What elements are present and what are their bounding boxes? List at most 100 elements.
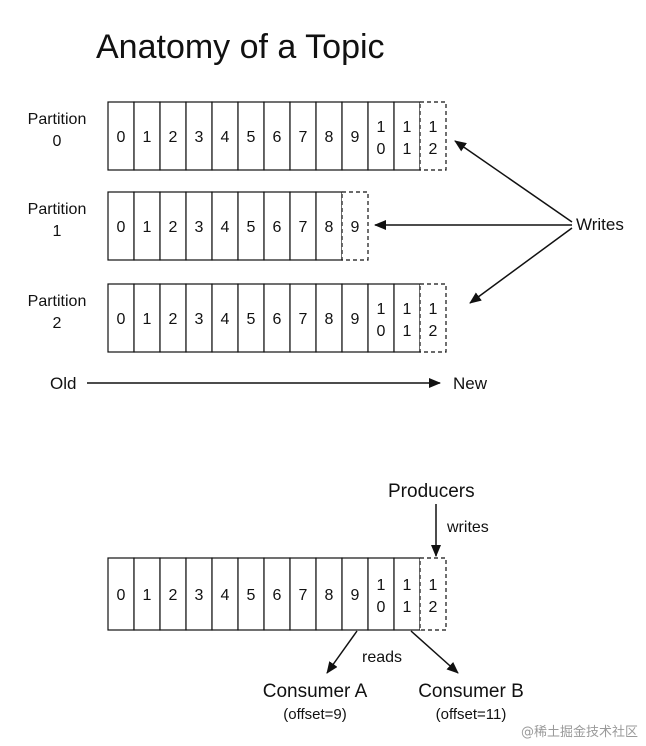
partition-2-cell: [341, 283, 369, 353]
partition-0-cell: [367, 101, 395, 171]
log-pending-cell-label: 2: [429, 599, 438, 616]
log-cell-label: 6: [273, 587, 282, 604]
partition-0-cell-label: 0: [117, 129, 126, 146]
partition-1-pending-cell-label: 9: [351, 219, 360, 236]
partition-2-cell-label: 1: [403, 301, 412, 318]
partition-1-cell: [263, 191, 291, 261]
log-cell: [185, 557, 213, 631]
partition-2-cell: [237, 283, 265, 353]
log-cell-label: 1: [143, 587, 152, 604]
timeline-new-label: New: [453, 374, 488, 393]
partition-0-cell: [289, 101, 317, 171]
partition-0-cell-label: 5: [247, 129, 256, 146]
partition-0-cell-label: 6: [273, 129, 282, 146]
partition-1-cell-label: 1: [143, 219, 152, 236]
partition-2-cell: [211, 283, 239, 353]
log-cell-label: 8: [325, 587, 334, 604]
partition-0-cell-label: 1: [143, 129, 152, 146]
partition-1-cell: [159, 191, 187, 261]
partition-2-cell-label: 0: [377, 323, 386, 340]
partition-0-cell-label: 8: [325, 129, 334, 146]
partition-1-cell-label: 4: [221, 219, 230, 236]
writes-arrow-partition-2: [469, 227, 573, 304]
partition-0-cell: [107, 101, 135, 171]
partition-label: Partition: [28, 293, 87, 310]
partition-2-pending-cell-label: 2: [429, 323, 438, 340]
log-cell: [367, 557, 395, 631]
partition-2-cell-label: 8: [325, 311, 334, 328]
partition-label: 2: [53, 315, 62, 332]
partition-2-cell: [367, 283, 395, 353]
partition-1-cell: [133, 191, 161, 261]
partition-0-pending-cell-label: 1: [429, 119, 438, 136]
log-cell-label: 1: [377, 577, 386, 594]
log-cell: [393, 557, 421, 631]
partition-1-cell-label: 7: [299, 219, 308, 236]
partition-0-cell: [341, 101, 369, 171]
partition-2-cell-label: 1: [403, 323, 412, 340]
partition-1-cell-label: 6: [273, 219, 282, 236]
consumer-a-offset: (offset=9): [283, 706, 347, 723]
log-cell-label: 2: [169, 587, 178, 604]
partition-1-cell-label: 3: [195, 219, 204, 236]
log-cell: [315, 557, 343, 631]
writes-arrow-partition-0: [454, 140, 573, 223]
log-cell-label: 3: [195, 587, 204, 604]
log-cell: [341, 557, 369, 631]
partition-0-cell-label: 1: [377, 119, 386, 136]
log-pending-cell: [419, 557, 447, 631]
partition-0-cell-label: 4: [221, 129, 230, 146]
writes-arrows: Writes: [374, 140, 624, 304]
partition-2-pending-cell: [419, 283, 447, 353]
log-cell: [133, 557, 161, 631]
partition-2-cell-label: 4: [221, 311, 230, 328]
partition-0-cell: [237, 101, 265, 171]
partition-0-cell-label: 0: [377, 141, 386, 158]
partition-2-cell: [393, 283, 421, 353]
partition-1-cell: [185, 191, 213, 261]
producers-label: Producers: [388, 481, 475, 502]
partition-2-cell-label: 1: [143, 311, 152, 328]
partition-0-cell: [393, 101, 421, 171]
partition-0-cell-label: 1: [403, 119, 412, 136]
partition-1-cell-label: 2: [169, 219, 178, 236]
partition-0-cell-label: 2: [169, 129, 178, 146]
consumer-a-name: Consumer A: [263, 681, 368, 702]
reads-label: reads: [362, 649, 402, 666]
partition-1-cell-label: 8: [325, 219, 334, 236]
partition-2-cell: [289, 283, 317, 353]
partition-2-cell: [315, 283, 343, 353]
diagram-title: Anatomy of a Topic: [96, 28, 385, 66]
partition-0-cell: [159, 101, 187, 171]
read-arrow-consumer-a: [326, 630, 358, 674]
partition-label: 1: [53, 223, 62, 240]
log-cell-label: 1: [403, 599, 412, 616]
partition-0-cell: [315, 101, 343, 171]
partition-1-cell: [315, 191, 343, 261]
partition-0-cell-label: 9: [351, 129, 360, 146]
partition-0-cell: [133, 101, 161, 171]
partition-2-cell-label: 6: [273, 311, 282, 328]
partition-2-cell-label: 7: [299, 311, 308, 328]
log-cell-label: 5: [247, 587, 256, 604]
partition-0-cell-label: 3: [195, 129, 204, 146]
partition-0-pending-cell: [419, 101, 447, 171]
timeline-old-label: Old: [50, 374, 76, 393]
consumer-b-name: Consumer B: [418, 681, 524, 702]
partition-0-pending-cell-label: 2: [429, 141, 438, 158]
partition-2-cell-label: 0: [117, 311, 126, 328]
producer-writes-label: writes: [446, 519, 489, 536]
partition-2-cell-label: 1: [377, 301, 386, 318]
partition-2-cell-label: 9: [351, 311, 360, 328]
log-cell-label: 1: [403, 577, 412, 594]
partition-2-cell: [133, 283, 161, 353]
partition-2-cell-label: 2: [169, 311, 178, 328]
log-cell: [263, 557, 291, 631]
timeline: Old New: [50, 374, 488, 393]
partition-1-cell-label: 5: [247, 219, 256, 236]
log-cell: [107, 557, 135, 631]
